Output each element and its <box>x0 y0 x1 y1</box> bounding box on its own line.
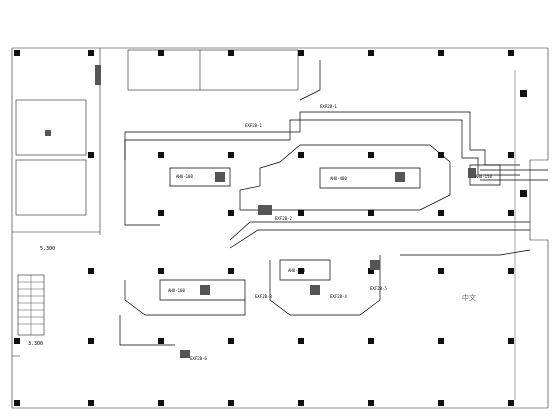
room-top <box>127 49 299 91</box>
tag-exf1: EXF2B-1 <box>245 123 262 128</box>
duct-upper-main-b <box>124 119 520 176</box>
duct-lower-mid-loop <box>269 255 381 316</box>
label-ahu-left-upper: AHU-100 <box>176 174 193 179</box>
duct-ahu-mid-lower <box>279 259 331 281</box>
duct-ahu-left-lower <box>159 279 246 301</box>
duct-ahu-left-upper <box>169 167 231 187</box>
label-ahu-left-lower: AHU-100 <box>168 288 185 293</box>
duct-top-riser <box>299 60 321 101</box>
room-left-upper <box>15 99 87 156</box>
tag-exf2: EXF2B-2 <box>275 216 292 221</box>
tag-exf4: EXF2B-4 <box>330 294 347 299</box>
room-left-lower <box>15 159 87 216</box>
duct-lower-left-drop <box>119 315 175 346</box>
stair-treads <box>18 275 44 335</box>
duct-lower-left-loop <box>124 280 246 316</box>
duct-left-drop <box>124 165 160 226</box>
equipment-blocks <box>45 65 476 358</box>
duct-ahu-body-upper <box>319 167 421 189</box>
structural-columns <box>14 50 527 406</box>
label-ahu-mid-upper: AHU-400 <box>330 176 347 181</box>
level-mark-right: 3.300 <box>28 341 43 347</box>
duct-upper-main-a <box>124 111 520 166</box>
watermark: 中文 <box>462 293 476 302</box>
level-mark-left: 5.300 <box>40 246 55 252</box>
duct-lower-right-run <box>400 249 531 256</box>
tag-exf6: EXF2B-6 <box>190 356 207 361</box>
lower-duct-system <box>119 221 531 346</box>
duct-ahu-mid-upper <box>239 144 451 211</box>
label-ahu-mid-lower: AHU-200 <box>288 268 305 273</box>
duct-lower-main-a <box>229 221 530 241</box>
label-ahu-right-upper: AHU-150 <box>475 174 492 179</box>
duct-ahu-right-upper <box>469 164 501 186</box>
wall-right <box>529 48 549 408</box>
upper-duct-system <box>124 60 548 226</box>
duct-lower-main-b <box>229 229 530 249</box>
tag-exf5: EXF2B-5 <box>370 286 387 291</box>
wall-bottom <box>11 356 548 409</box>
tag-exp1: EXP2B-1 <box>320 104 337 109</box>
tag-exf3: EXF2B-3 <box>255 294 272 299</box>
